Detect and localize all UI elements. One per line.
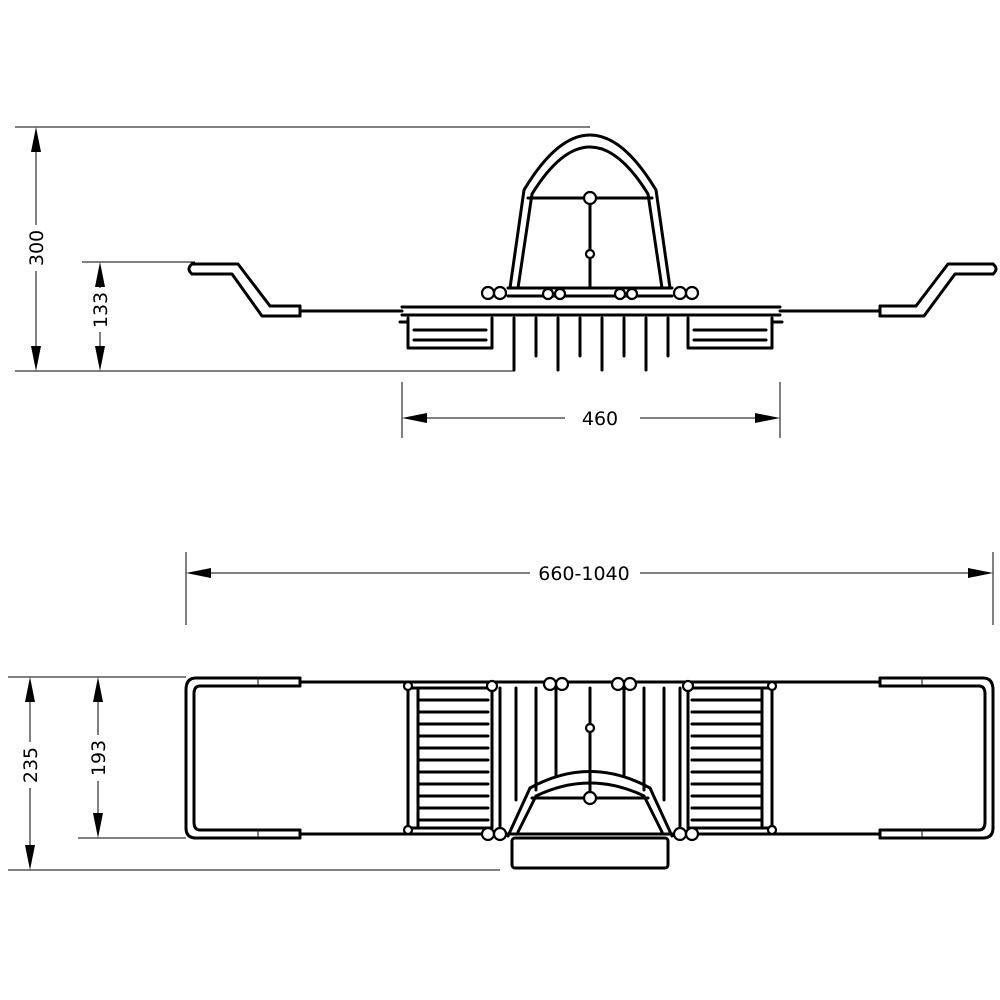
dimension-label-460: 460 — [582, 408, 618, 430]
right-slatted-tray — [686, 686, 774, 830]
dimension-460: 460 — [401, 382, 781, 438]
dimension-label-133: 133 — [90, 292, 112, 328]
hanging-bars — [512, 316, 670, 372]
dimension-660-1040: 660-1040 — [185, 552, 994, 625]
right-arm — [778, 262, 998, 318]
left-slatted-tray — [406, 686, 494, 830]
left-arm — [187, 262, 404, 318]
dimension-label-300: 300 — [26, 230, 48, 266]
dimension-235: 235 — [12, 677, 48, 870]
dimension-133: 133 — [82, 262, 118, 371]
outer-frame — [184, 676, 995, 840]
dimension-label-235: 235 — [20, 747, 42, 783]
top-view: 660-1040 235 193 — [8, 552, 995, 871]
side-view: 300 133 460 — [15, 126, 998, 438]
dimension-193: 193 — [80, 677, 116, 838]
dimension-label-660-1040: 660-1040 — [538, 563, 629, 585]
dimension-300: 300 — [18, 127, 54, 371]
left-basket — [398, 316, 494, 350]
right-basket — [686, 316, 784, 350]
side-rail-knobs — [480, 285, 700, 301]
book-rest — [506, 133, 674, 298]
top-knobs — [402, 676, 778, 842]
dimension-label-193: 193 — [88, 740, 110, 776]
central-bars — [498, 686, 682, 828]
book-rest-top — [506, 770, 674, 870]
